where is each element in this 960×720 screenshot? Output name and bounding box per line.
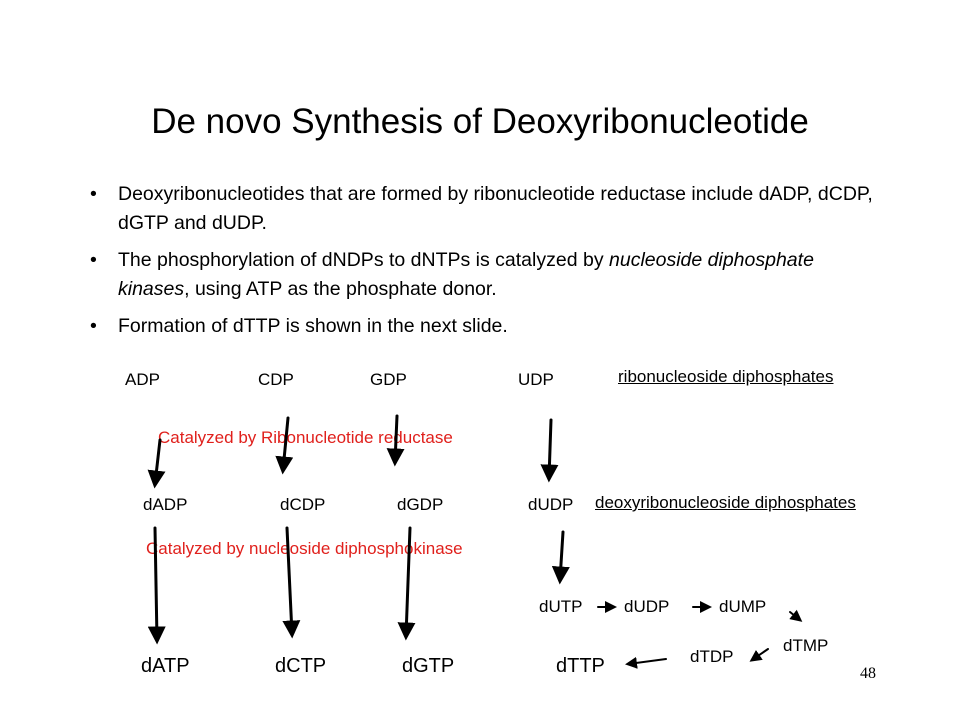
bullet-item-2: • The phosphorylation of dNDPs to dNTPs … — [90, 246, 890, 304]
catalyst-nucleoside-diphosphokinase: Catalyzed by nucleoside diphosphokinase — [146, 539, 463, 558]
arrow-dudp-to-dutp — [551, 530, 570, 585]
label-dctp: dCTP — [275, 655, 327, 677]
bullet-dot: • — [90, 315, 97, 337]
label-pathway-dudp: dUDP — [624, 597, 670, 616]
label-ribonucleoside-diphosphates: ribonucleoside diphosphates — [618, 367, 834, 386]
catalyst-ribonucleotide-reductase: Catalyzed by Ribonucleotide reductase — [158, 428, 453, 447]
bullet-text-2-italic: nucleoside diphosphate kinases — [118, 249, 814, 300]
bullet-dot: • — [90, 249, 97, 271]
label-dump: dUMP — [719, 597, 767, 616]
label-dutp: dUTP — [539, 597, 583, 616]
bullet-list: • Deoxyribonucleotides that are formed b… — [90, 180, 890, 349]
label-cdp: CDP — [258, 370, 294, 389]
bullet-text-1: Deoxyribonucleotides that are formed by … — [118, 183, 873, 234]
bullet-text-2-start: The phosphorylation of dNDPs to dNTPs is… — [118, 249, 609, 271]
label-adp: ADP — [125, 370, 160, 389]
bullet-dot: • — [90, 183, 97, 205]
label-dtdp: dTDP — [690, 647, 734, 666]
bullet-text-2-end: , using ATP as the phosphate donor. — [184, 278, 497, 300]
label-dgdp: dGDP — [397, 495, 444, 514]
slide-title: De novo Synthesis of Deoxyribonucleotide — [151, 102, 809, 141]
bullet-item-3: • Formation of dTTP is shown in the next… — [90, 312, 890, 341]
label-datp: dATP — [141, 655, 190, 677]
label-dadp: dADP — [143, 495, 188, 514]
label-udp: UDP — [518, 370, 554, 389]
label-deoxyribonucleoside-diphosphates: deoxyribonucleoside diphosphates — [595, 493, 856, 512]
label-dgtp: dGTP — [402, 655, 455, 677]
arrow-udp-to-dudp — [540, 418, 559, 483]
bullet-text-3: Formation of dTTP is shown in the next s… — [118, 315, 508, 337]
arrow-dump-to-dtmp — [789, 609, 803, 622]
arrow-dtdp-to-dttp — [625, 656, 667, 669]
label-dudp: dUDP — [528, 495, 574, 514]
label-dcdp: dCDP — [280, 495, 326, 514]
page-number: 48 — [860, 665, 876, 682]
arrow-dtmp-to-dtdp — [749, 648, 769, 662]
label-gdp: GDP — [370, 370, 407, 389]
label-dtmp: dTMP — [783, 636, 829, 655]
bullet-item-1: • Deoxyribonucleotides that are formed b… — [90, 180, 890, 238]
label-dttp: dTTP — [556, 655, 605, 677]
